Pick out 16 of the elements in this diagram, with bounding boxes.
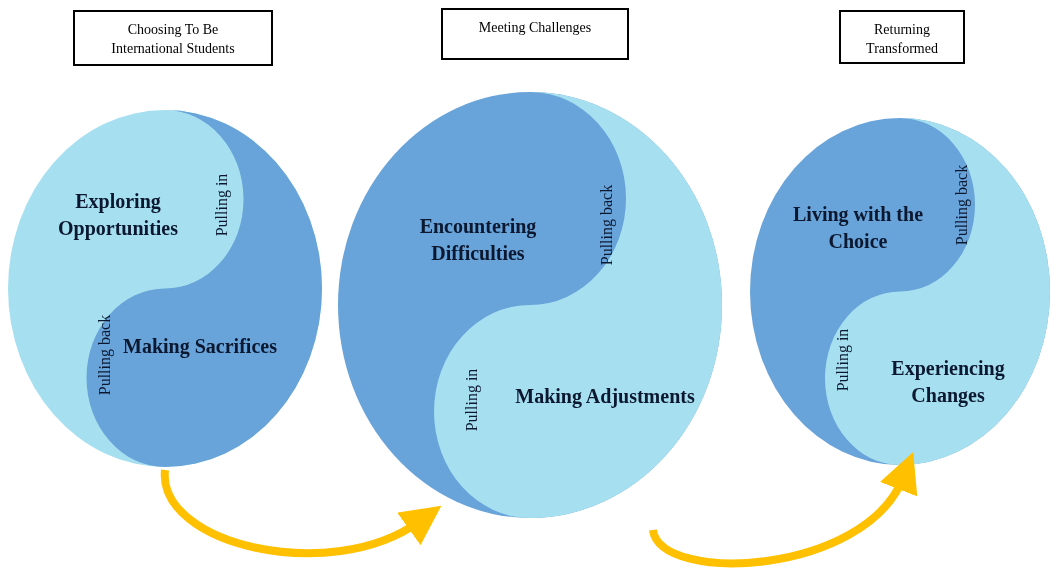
phase-text: Encountering Difficulties (388, 213, 568, 267)
pull-label: Pulling in (212, 173, 232, 237)
pull-label: Pulling back (597, 184, 617, 266)
phase-text: Experiencing Changes (858, 355, 1038, 409)
curved-arrow (161, 469, 443, 558)
curved-arrow (649, 453, 917, 568)
phase-text: Exploring Opportunities (28, 188, 208, 242)
pull-label: Pulling in (462, 368, 482, 432)
pull-label: Pulling in (833, 328, 853, 392)
pull-label: Pulling back (95, 314, 115, 396)
phase-text: Making Adjustments (515, 383, 695, 410)
stage-header-box: Choosing To Be International Students (73, 10, 273, 66)
phase-text: Living with the Choice (768, 201, 948, 255)
stage-header-box: Meeting Challenges (441, 8, 629, 60)
stage-header-box: Returning Transformed (839, 10, 965, 64)
pull-label: Pulling back (952, 164, 972, 246)
